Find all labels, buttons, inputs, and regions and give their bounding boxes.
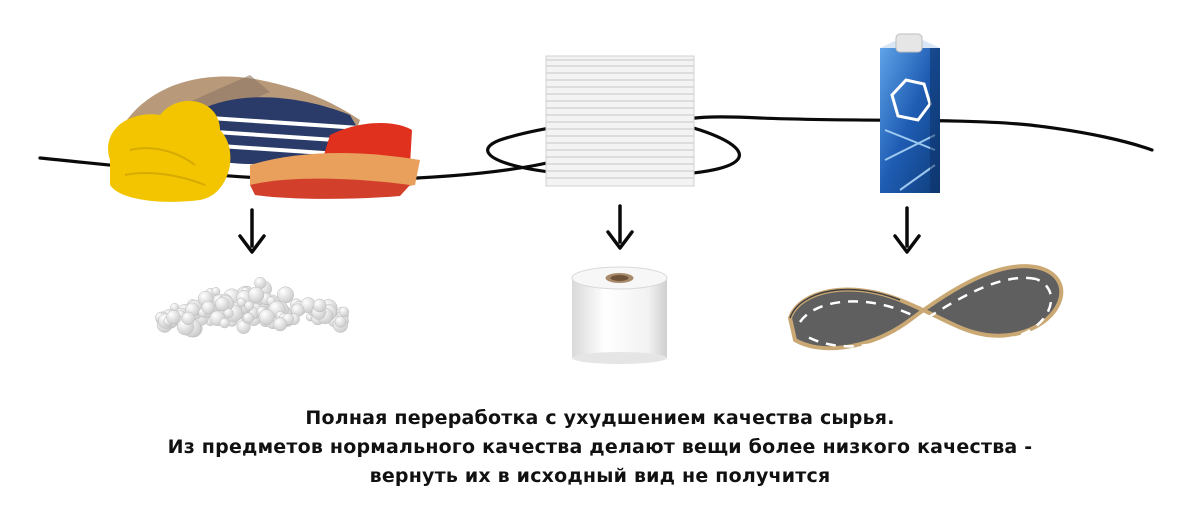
foam-granule bbox=[201, 300, 215, 315]
arrow-down-icon-3 bbox=[893, 206, 921, 254]
foam-granule bbox=[334, 315, 347, 328]
foam-granule bbox=[215, 296, 230, 312]
foam-granule bbox=[258, 309, 275, 326]
toilet-paper-roll-icon bbox=[571, 266, 668, 364]
caption-line-3: вернуть их в исходный вид не получится bbox=[369, 465, 831, 487]
foam-granules-icon bbox=[155, 276, 350, 338]
foam-granule bbox=[338, 306, 350, 317]
foam-granule bbox=[273, 317, 288, 332]
paper-stack-icon bbox=[545, 55, 695, 187]
foam-granule bbox=[242, 312, 254, 324]
foam-granule bbox=[312, 298, 327, 313]
foam-granule bbox=[211, 287, 221, 296]
foam-granule bbox=[166, 309, 181, 325]
caption-block: Полная переработка с ухудшением качества… bbox=[0, 404, 1200, 491]
foam-granule bbox=[277, 286, 294, 304]
caption-line-2: Из предметов нормального качества делают… bbox=[167, 436, 1033, 458]
arrow-down-icon-1 bbox=[238, 208, 266, 254]
foam-granule bbox=[223, 308, 234, 319]
foam-granule bbox=[219, 317, 230, 329]
beverage-carton-icon bbox=[880, 33, 940, 193]
textile-pile-icon bbox=[108, 75, 420, 202]
road-infinity-icon bbox=[787, 264, 1064, 351]
arrow-down-icon-2 bbox=[606, 204, 634, 250]
foam-granule bbox=[247, 286, 265, 304]
foam-granule bbox=[181, 311, 195, 326]
foam-granule bbox=[244, 300, 255, 311]
caption-line-1: Полная переработка с ухудшением качества… bbox=[305, 407, 895, 429]
